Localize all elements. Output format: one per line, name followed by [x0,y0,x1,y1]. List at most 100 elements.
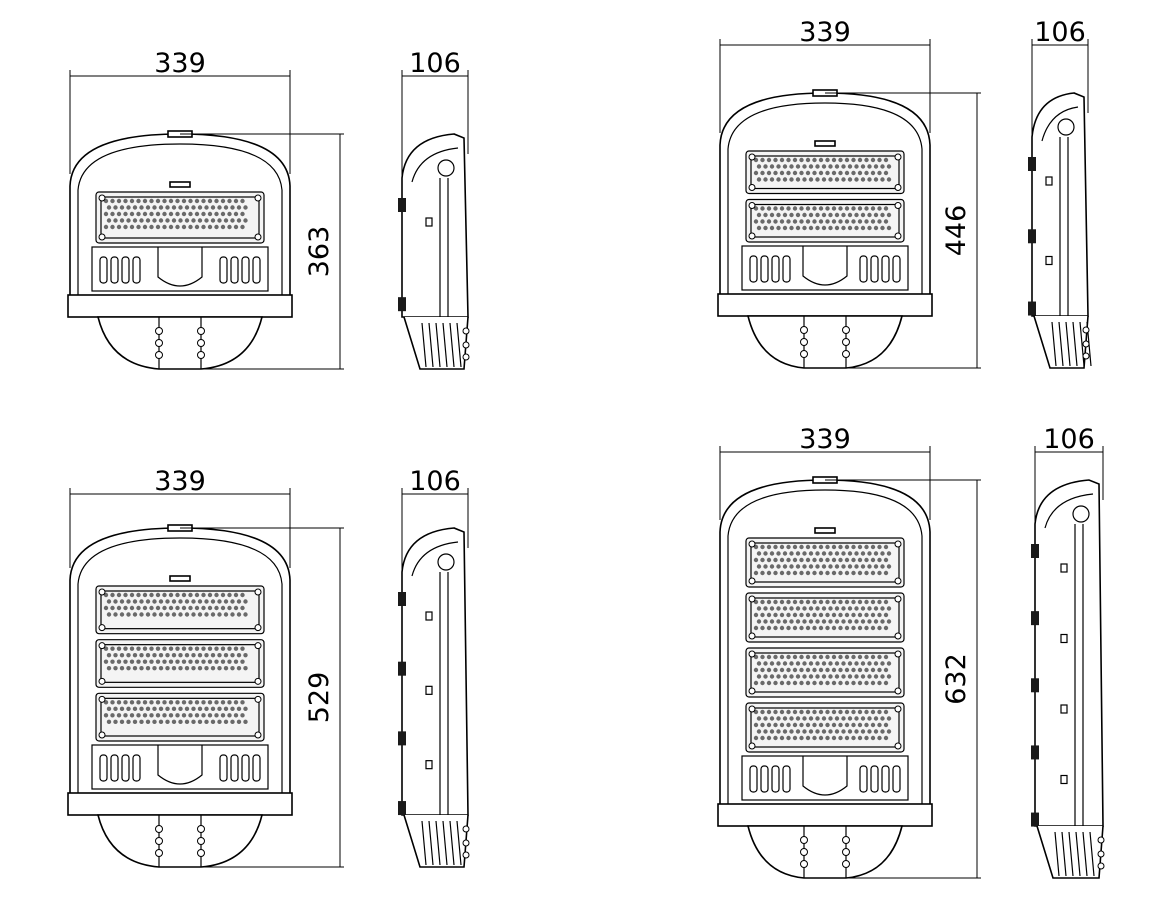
led-chip [779,157,785,163]
led-chip [162,713,167,718]
led-chip [129,646,135,651]
led-chip [223,719,229,725]
led-chip [831,667,837,673]
center-latch [814,140,836,147]
module-screw [98,233,106,241]
led-chip [812,206,817,211]
led-chip [760,219,765,224]
led-chip [184,612,190,617]
bracket-bolt [842,350,850,358]
led-chip [779,170,785,176]
led-chip [857,612,863,618]
led-chip [113,652,118,658]
led-chip [773,667,778,673]
led-chip [799,219,804,224]
led-chip [838,667,843,673]
led-chip [864,709,869,715]
led-chip [158,719,164,725]
led-chip [220,605,226,611]
led-chip [145,706,151,712]
led-chip [155,646,161,651]
led-chip [844,709,850,715]
led-chip [886,729,892,734]
led-chip [886,606,892,611]
led-chip [129,605,135,611]
led-chip [880,619,885,624]
led-chip [870,170,876,176]
led-chip [847,225,853,231]
led-chip [834,225,840,231]
module-screw [894,577,902,585]
led-module-frame [95,585,265,635]
led-chip [175,659,180,664]
led-chip [867,619,872,624]
bracket-bolt [155,837,163,845]
led-chip [155,605,161,611]
side-bolt [462,851,470,859]
led-module-inner [750,707,900,748]
led-chip [812,612,817,618]
led-chip [175,700,180,705]
led-chip [116,659,122,664]
led-chip [844,570,850,576]
led-chip [857,170,863,176]
led-chip [779,544,785,550]
led-chip [136,605,141,611]
led-chip [227,659,232,664]
led-chip [171,652,177,658]
led-chip [116,700,122,705]
led-chip [201,659,206,664]
led-module [745,537,905,588]
vent-slot [771,765,780,793]
led-chip [129,211,135,217]
led-chip [155,198,161,204]
led-chip [844,654,850,660]
led-chip [886,225,892,231]
side-bracket-hatch [449,820,455,866]
led-chip [236,612,242,617]
led-chip [110,713,115,718]
bracket-bolt [800,350,808,358]
led-chip [152,652,157,658]
led-chip [191,665,196,671]
led-chip [142,224,148,230]
led-chip [883,709,889,715]
led-chip [119,612,125,617]
led-chip [763,564,768,569]
led-chip [795,729,801,734]
side-bracket-hatch [421,322,427,368]
led-chip [792,680,798,686]
led-chip [227,211,232,217]
side-bracket-hatch [1051,321,1057,367]
led-chip [103,605,109,611]
base-flange [717,293,933,317]
led-chip [779,680,785,686]
center-latch [814,527,836,534]
led-chip [110,605,115,611]
led-chip [883,625,889,631]
led-chip [763,606,768,611]
led-chip [792,206,798,211]
led-chip [799,206,804,211]
led-chip [834,674,840,679]
led-chip [227,700,232,705]
led-chip [825,667,830,673]
led-chip [886,177,892,182]
led-chip [188,224,193,230]
led-chip [789,177,794,182]
side-view [1031,479,1105,879]
vent-slot [110,754,119,782]
led-chip [233,713,239,718]
led-module [745,702,905,753]
led-chip [883,544,889,550]
led-chip [779,612,785,618]
led-chip [116,198,122,204]
led-chip [766,219,772,224]
led-chip [854,164,859,169]
led-chip [883,157,889,163]
led-chip [786,654,791,660]
led-chip [162,198,167,204]
led-chip [779,654,785,660]
module-screw [894,595,902,603]
